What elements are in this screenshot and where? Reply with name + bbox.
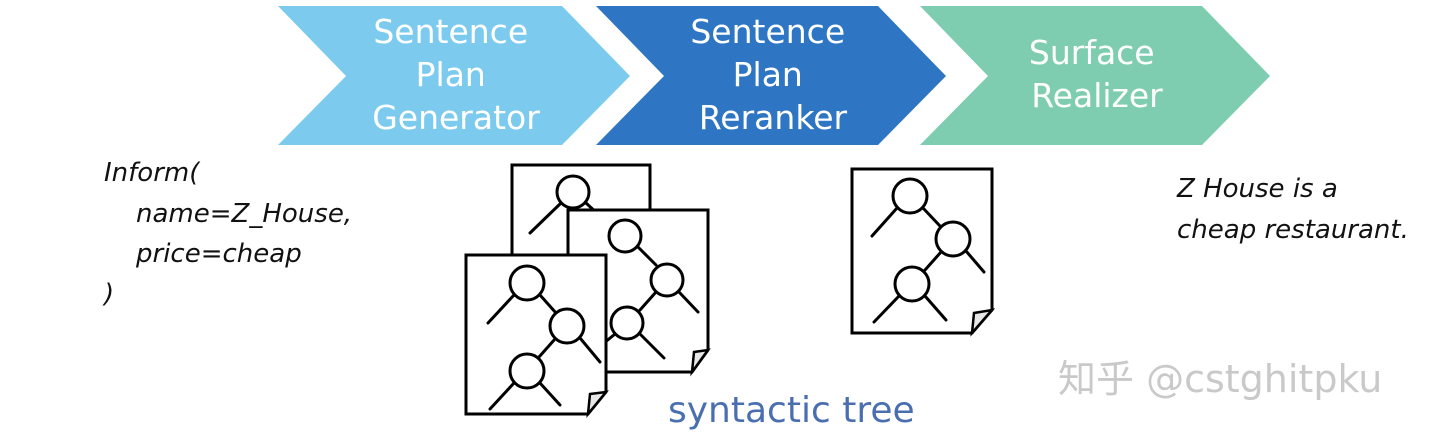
stage-label-line: Surface: [1029, 33, 1155, 72]
output-line: Z House is a: [1176, 174, 1338, 204]
stage-label-line: Reranker: [699, 98, 848, 137]
svg-text:Sentence Plan: Sentence Plan Generator: [372, 12, 540, 137]
input-line: Inform(: [104, 158, 201, 188]
input-line: ): [102, 279, 114, 309]
candidate-tree-documents: [464, 163, 711, 418]
output-sentence: Z House is a cheap restaurant.: [1176, 174, 1409, 245]
selected-tree-document-icon: [850, 167, 996, 337]
input-dialogue-act: Inform( name=Z_House, price=cheap ): [102, 158, 360, 309]
stage-sentence-plan-reranker: Sentence Plan Reranker: [596, 6, 946, 145]
stage-label-line: Sentence: [373, 12, 528, 51]
stage-surface-realizer: Surface Realizer: [920, 6, 1270, 145]
stage-label-line: Realizer: [1031, 76, 1163, 115]
stage-arrow: [920, 6, 1270, 145]
svg-text:Z House is a cheap resta: Z House is a cheap restaurant.: [1176, 174, 1409, 245]
input-line: name=Z_House,: [136, 199, 352, 229]
stage-sentence-plan-generator: Sentence Plan Generator: [278, 6, 630, 145]
stage-label-line: Generator: [372, 98, 540, 137]
stage-arrow: [278, 6, 630, 145]
stage-label-line: Sentence: [690, 12, 845, 51]
stage-label-line: Plan: [733, 55, 803, 94]
caption-syntactic-tree: syntactic tree: [668, 390, 915, 431]
stage-arrow: [596, 6, 946, 145]
svg-text:Surface Realizer: Surface Realizer: [1029, 33, 1165, 115]
output-line: cheap restaurant.: [1177, 215, 1409, 245]
tree-document-icon: [464, 253, 609, 418]
svg-text:Sentence Plan: Sentence Plan Reranker: [690, 12, 855, 137]
stage-label-line: Plan: [416, 55, 486, 94]
input-line: price=cheap: [135, 239, 302, 269]
svg-text:Inform( name=Z_House,: Inform( name=Z_House, price=cheap ): [102, 158, 360, 309]
pipeline: Sentence Plan Generator Sentence Plan Re…: [278, 6, 1270, 145]
watermark: 知乎 @cstghitpku: [1058, 357, 1382, 401]
